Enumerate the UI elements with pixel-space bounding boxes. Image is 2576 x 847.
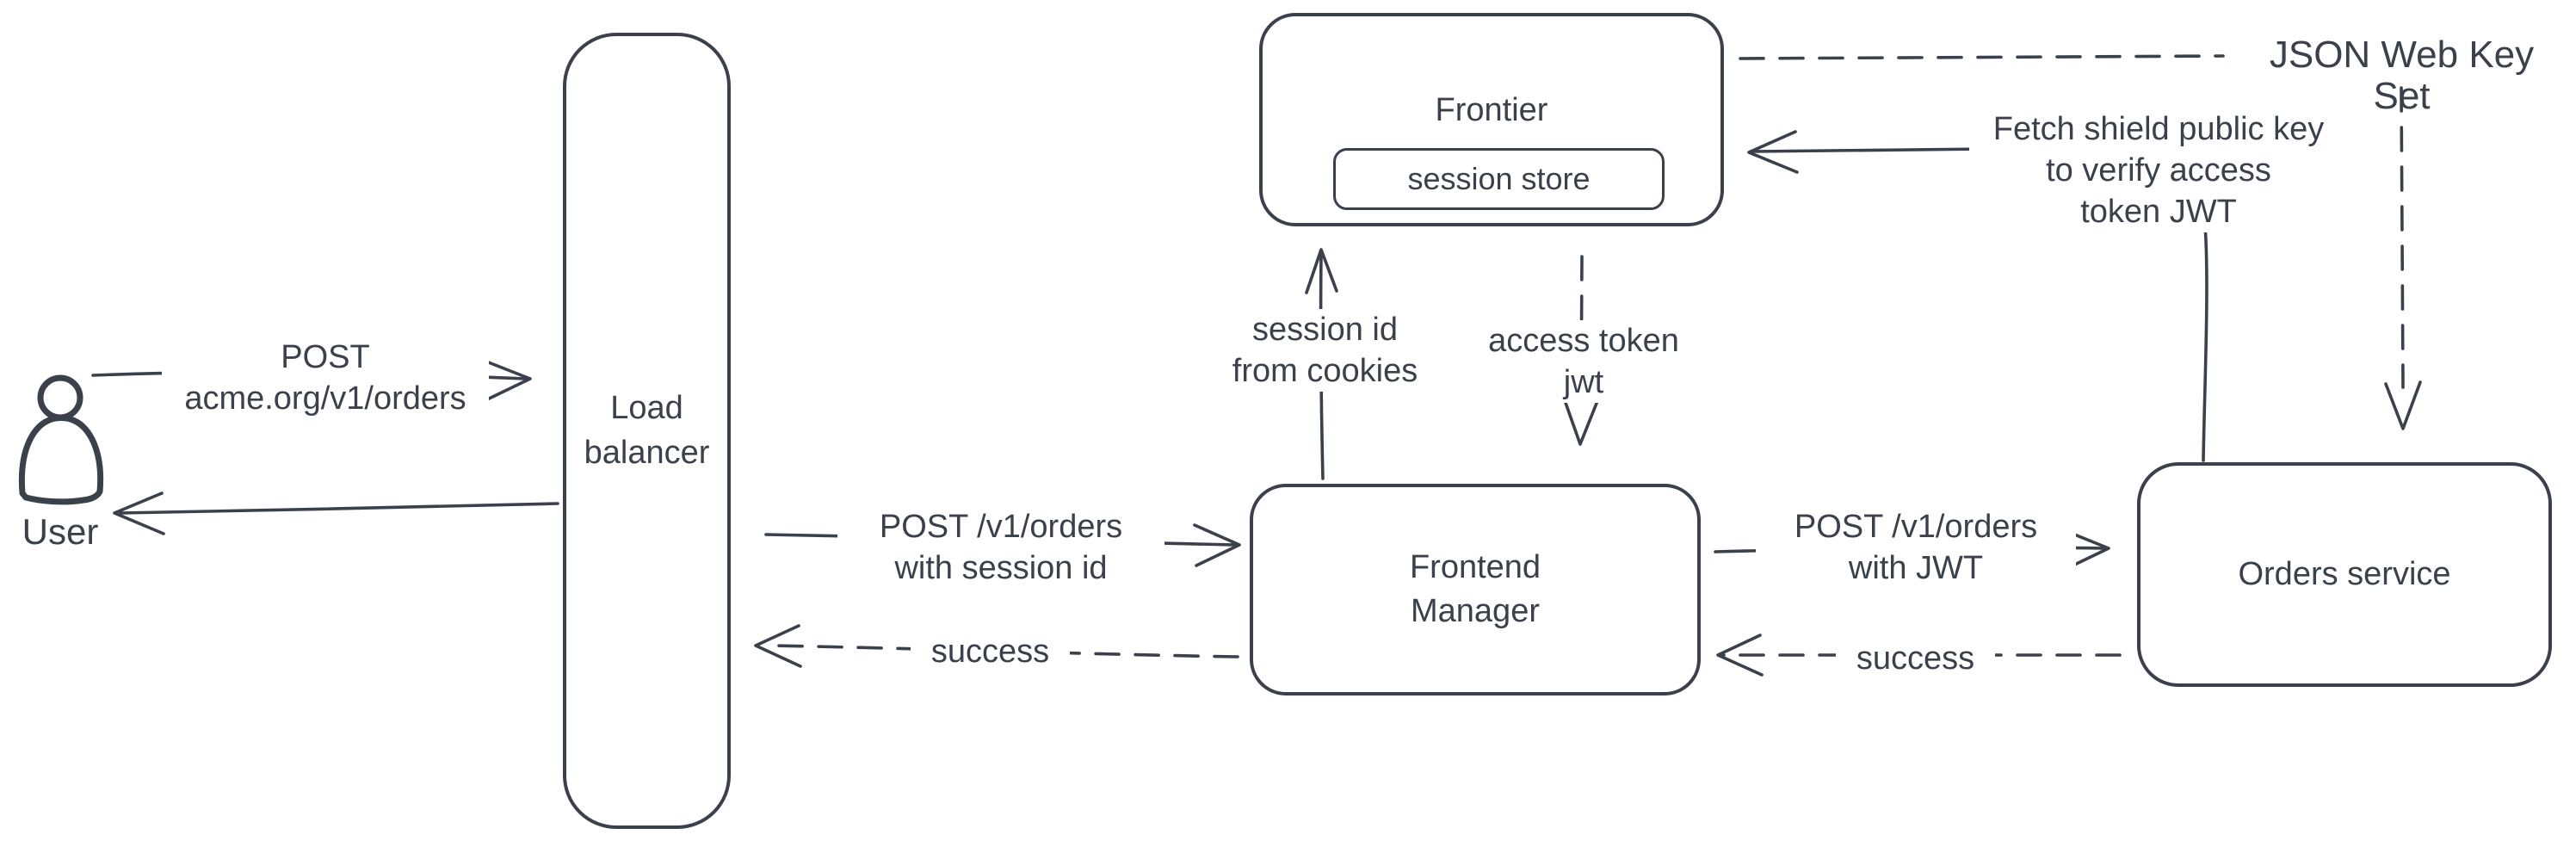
edge-label-post-orders: POST acme.org/v1/orders bbox=[162, 337, 489, 419]
arrowhead-left bbox=[1747, 130, 1799, 174]
arrowhead-down bbox=[1564, 399, 1599, 446]
jwks-label: JSON Web Key Set bbox=[2269, 34, 2535, 117]
arrowhead-up bbox=[1305, 248, 1338, 294]
user-person-icon bbox=[18, 374, 104, 505]
edge-label-access-token: access token jwt bbox=[1463, 320, 1704, 403]
load-balancer-node: Load balancer bbox=[563, 33, 731, 829]
frontend-manager-label: Frontend Manager bbox=[1409, 548, 1541, 629]
arrowhead-left bbox=[113, 492, 165, 535]
user-body bbox=[18, 415, 104, 505]
edge-label-success-to-lb: success bbox=[911, 631, 1070, 672]
arrowhead-down bbox=[2384, 380, 2422, 430]
arrowhead-right bbox=[480, 358, 532, 403]
orders-service-label: Orders service bbox=[2238, 555, 2451, 592]
arrow-jwks-to-orders bbox=[2384, 86, 2422, 430]
edge-label-post-with-jwt: POST /v1/orders with JWT bbox=[1756, 506, 2076, 589]
user-label: User bbox=[22, 511, 99, 552]
session-store-node: session store bbox=[1333, 148, 1665, 210]
load-balancer-label: Load balancer bbox=[584, 390, 710, 471]
frontier-node: Frontier session store bbox=[1259, 13, 1724, 226]
arrowhead-left bbox=[754, 624, 802, 668]
edge-label-session-id: session id from cookies bbox=[1207, 309, 1443, 392]
arrowhead-left bbox=[1716, 634, 1764, 677]
arrow-response-to-user bbox=[113, 492, 559, 535]
edge-label-post-with-session: POST /v1/orders with session id bbox=[837, 506, 1164, 589]
line-jwks-horizontal bbox=[1739, 54, 2225, 60]
user-head bbox=[37, 374, 83, 421]
edge-label-fetch-key: Fetch shield public key to verify access… bbox=[1969, 108, 2348, 232]
edge-label-success-to-fm: success bbox=[1836, 638, 1995, 679]
session-store-label: session store bbox=[1407, 160, 1591, 196]
arrowhead-right bbox=[1193, 523, 1241, 567]
orders-service-node: Orders service bbox=[2137, 462, 2552, 687]
frontend-manager-node: Frontend Manager bbox=[1250, 484, 1701, 696]
frontier-label: Frontier bbox=[1435, 92, 1548, 128]
